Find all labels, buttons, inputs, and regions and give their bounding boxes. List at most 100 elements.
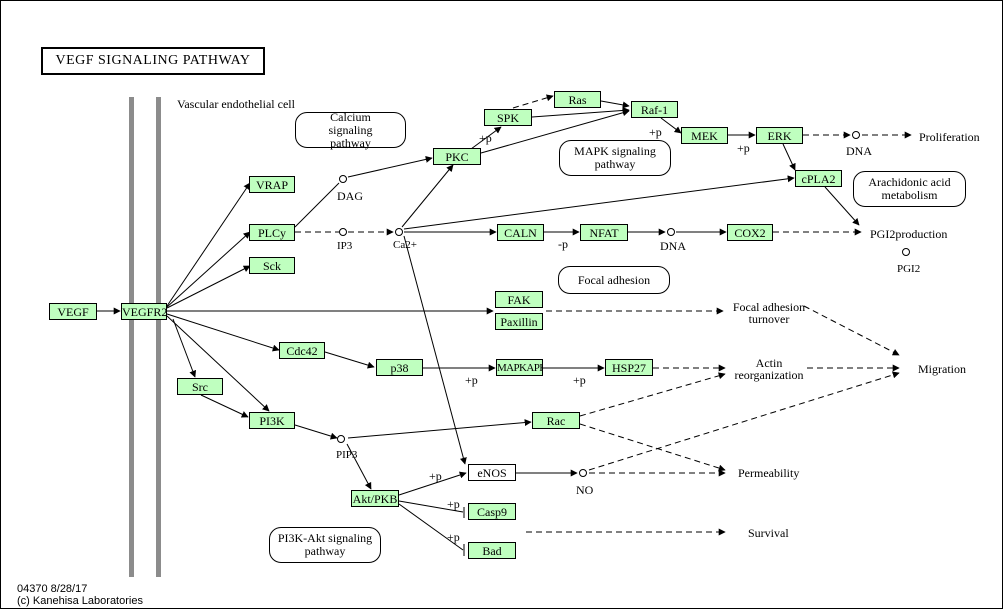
edge-pi3k-pip3: [294, 424, 338, 440]
mod-p-enos: +p: [429, 469, 442, 483]
edge-ras-raf1: [600, 100, 630, 109]
node-dna-mid[interactable]: [667, 228, 675, 236]
edge-pkc-raf1: [480, 109, 630, 154]
node-dag[interactable]: [339, 175, 347, 183]
cell-label: Vascular endothelial cell: [177, 97, 295, 111]
edge-raf1-mek: [660, 117, 682, 134]
outcome-focal-adhesion-turnover: Focal adhesion turnover: [732, 300, 806, 326]
map-calcium-signaling[interactable]: Calcium signaling pathway: [295, 110, 406, 149]
edge-spk-ras: [512, 94, 554, 109]
outcome-actin-reorganization: Actin reorganization: [734, 356, 804, 382]
node-pgi2[interactable]: [902, 248, 910, 256]
cell-membrane-left: [129, 97, 134, 577]
gene-sck[interactable]: Sck: [249, 257, 295, 274]
cell-membrane-right: [156, 97, 161, 577]
label-dag: DAG: [337, 189, 363, 203]
gene-paxillin[interactable]: Paxillin: [495, 313, 543, 330]
edge-cdc42-p38: [324, 351, 375, 369]
edge-rac-actin: [579, 372, 726, 417]
edge-spk-raf1: [531, 106, 630, 118]
label-ip3: IP3: [337, 240, 353, 252]
gene-enos[interactable]: eNOS: [468, 464, 516, 481]
gene-pkc[interactable]: PKC: [433, 148, 481, 165]
gene-ras[interactable]: Ras: [554, 91, 601, 108]
edge-vegfr2-vrap: [166, 182, 251, 307]
edge-cpla2-pgi2: [824, 186, 860, 226]
edge-vegfr2-pi3k: [166, 315, 270, 412]
gene-mek[interactable]: MEK: [681, 127, 728, 144]
edge-vegfr2-cdc42: [166, 313, 280, 352]
gene-akt-pkb[interactable]: Akt/PKB: [351, 490, 399, 507]
gene-erk[interactable]: ERK: [756, 127, 803, 144]
edge-pkc-spk: [470, 126, 502, 150]
gene-nfat[interactable]: NFAT: [580, 224, 628, 241]
node-pip3[interactable]: [337, 435, 345, 443]
edge-akt-bad: [398, 503, 465, 556]
edge-erk-cpla2: [782, 143, 796, 171]
mod-minus-p-nfat: -p: [558, 237, 568, 251]
edge-dag-pkc: [347, 155, 433, 178]
gene-raf1[interactable]: Raf-1: [631, 101, 678, 118]
gene-mapkapk[interactable]: MAPKAPK: [496, 359, 543, 376]
mod-p-spk: +p: [479, 131, 492, 145]
edge-vegfr2-sck: [166, 265, 251, 309]
edge-rac-permeability: [579, 423, 726, 472]
gene-cdc42[interactable]: Cdc42: [279, 342, 325, 359]
gene-spk[interactable]: SPK: [484, 109, 532, 126]
node-ip3[interactable]: [339, 228, 347, 236]
label-pip3: PIP3: [336, 449, 358, 461]
mod-p-hsp27: +p: [573, 373, 586, 387]
gene-casp9[interactable]: Casp9: [468, 503, 516, 520]
gene-caln[interactable]: CALN: [497, 224, 544, 241]
mod-p-casp9: +p: [447, 497, 460, 511]
map-focal-adhesion[interactable]: Focal adhesion: [558, 266, 670, 294]
gene-hsp27[interactable]: HSP27: [605, 359, 653, 376]
mod-p-erk: +p: [737, 141, 750, 155]
node-ca[interactable]: [395, 228, 403, 236]
gene-bad[interactable]: Bad: [468, 542, 516, 559]
node-dna-top[interactable]: [852, 131, 860, 139]
edge-ca-pkc: [401, 164, 454, 228]
outcome-migration: Migration: [918, 362, 966, 376]
label-pgi2: PGI2: [897, 263, 921, 275]
label-no: NO: [576, 483, 594, 497]
map-pi3k-akt[interactable]: PI3K-Akt signaling pathway: [269, 527, 381, 563]
gene-vegf[interactable]: VEGF: [49, 303, 97, 320]
label-dna-top: DNA: [846, 144, 872, 158]
gene-vrap[interactable]: VRAP: [249, 176, 295, 193]
gene-vegfr2[interactable]: VEGFR2: [121, 303, 167, 320]
footer-copyright: (c) Kanehisa Laboratories: [17, 595, 143, 607]
outcome-permeability: Permeability: [738, 466, 800, 480]
gene-plcy[interactable]: PLCy: [249, 224, 295, 241]
label-dna-mid: DNA: [660, 239, 686, 253]
gene-src[interactable]: Src: [177, 378, 223, 395]
gene-cpla2[interactable]: cPLA2: [795, 170, 842, 187]
node-no[interactable]: [579, 469, 587, 477]
edge-ca-cpla2: [403, 175, 795, 230]
edge-turnover-migration: [803, 305, 900, 356]
map-mapk-signaling[interactable]: MAPK signaling pathway: [559, 140, 671, 176]
edge-no-migration: [588, 371, 900, 471]
label-ca: Ca2+: [393, 239, 417, 251]
edge-vegfr2-plcy: [166, 231, 251, 308]
edge-akt-casp9: [398, 500, 465, 518]
edge-pip3-akt: [346, 443, 372, 490]
gene-p38[interactable]: p38: [376, 359, 423, 376]
gene-cox2[interactable]: COX2: [727, 224, 773, 241]
edge-ca-enos: [403, 235, 467, 465]
gene-pi3k[interactable]: PI3K: [249, 412, 295, 429]
mod-p-bad: +p: [447, 530, 460, 544]
map-arachidonic-acid[interactable]: Arachidonic acid metabolism: [853, 171, 966, 207]
mod-p-mapkapk: +p: [465, 373, 478, 387]
gene-fak[interactable]: FAK: [495, 291, 543, 308]
page-title: VEGF SIGNALING PATHWAY: [41, 47, 265, 75]
outcome-pgi2production: PGI2production: [870, 227, 948, 241]
edge-vegfr2-src: [172, 318, 197, 378]
edge-src-pi3k: [200, 394, 249, 418]
outcome-survival: Survival: [748, 526, 789, 540]
edge-akt-enos: [398, 471, 467, 496]
gene-rac[interactable]: Rac: [532, 412, 580, 429]
footer-id-date: 04370 8/28/17: [17, 583, 88, 595]
